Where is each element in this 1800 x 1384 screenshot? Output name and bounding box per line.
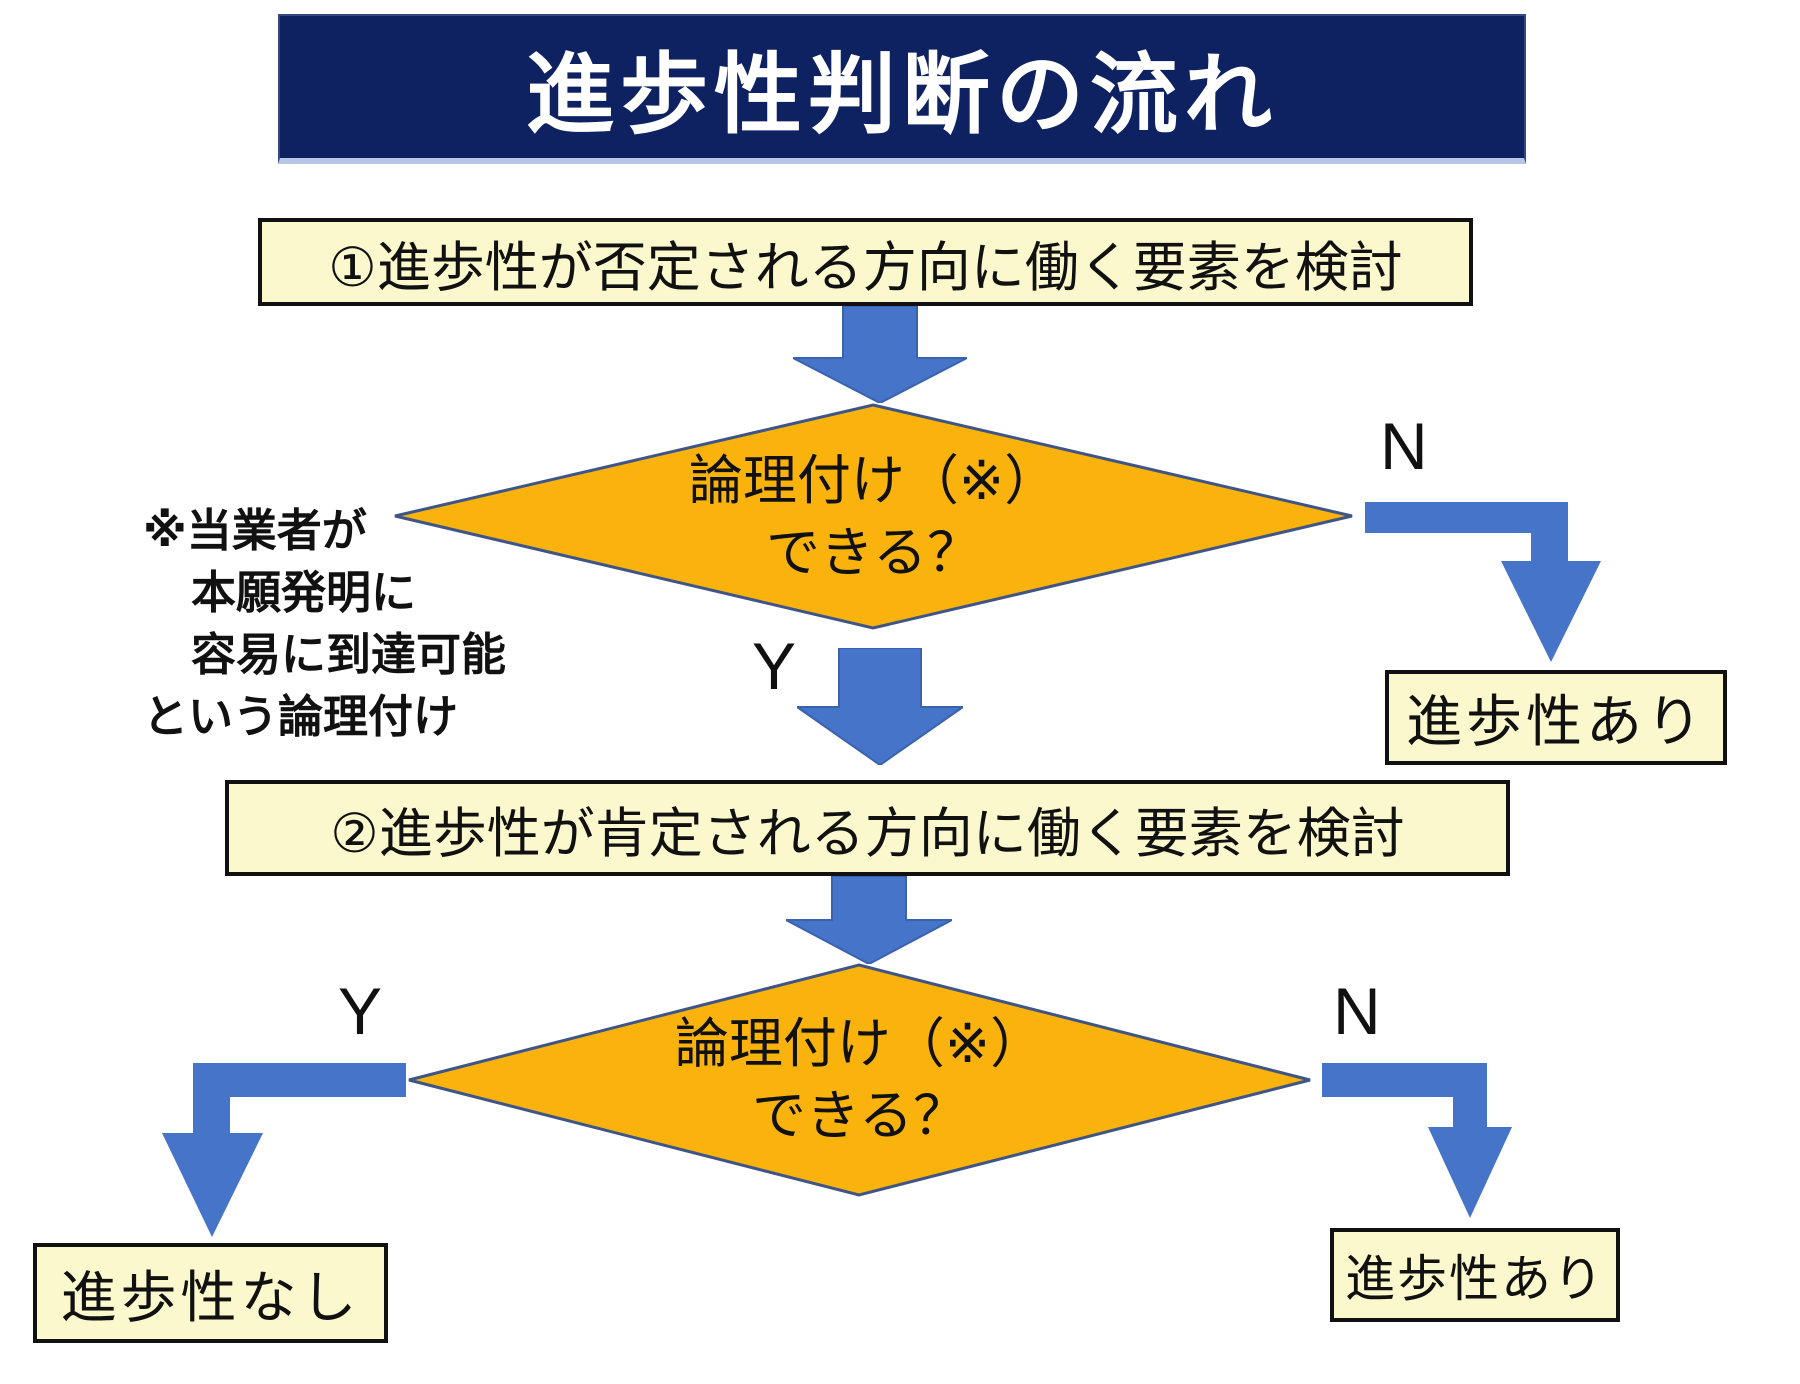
elbow-arrow-decision2-no [1322, 1063, 1512, 1218]
decision2-text: 論理付け（※） できる？ [406, 963, 1313, 1197]
decision1-line2: できる？ [766, 522, 981, 583]
outcome-box-inventive-step-yes-2: 進歩性あり [1330, 1228, 1620, 1322]
decision1-no-label: N [1380, 409, 1428, 483]
decision2-no-label: N [1333, 974, 1381, 1048]
decision2-line2: できる？ [752, 1086, 967, 1146]
outcome-label-3: 進歩性あり [1345, 1251, 1605, 1307]
note-line4: という論理付け [143, 691, 459, 742]
elbow-arrow-decision1-no [1365, 502, 1601, 662]
note-line1: ※当業者が [143, 505, 367, 556]
step2-label: ②進歩性が肯定される方向に働く要素を検討 [330, 803, 1405, 864]
decision2-yes-label: Y [338, 974, 383, 1048]
step2-box: ②進歩性が肯定される方向に働く要素を検討 [225, 780, 1510, 876]
down-arrow-step1-to-decision1 [793, 306, 967, 403]
decision2-line1: 論理付け（※） [674, 1014, 1045, 1074]
outcome-box-inventive-step-yes-1: 進歩性あり [1385, 670, 1727, 765]
outcome-box-inventive-step-no: 進歩性なし [33, 1243, 388, 1343]
outcome-label-2: 進歩性なし [60, 1265, 361, 1329]
elbow-arrow-decision2-yes [162, 1063, 406, 1237]
title-bar: 進歩性判断の流れ [278, 14, 1526, 164]
decision1-diamond [394, 403, 1353, 630]
page-title: 進歩性判断の流れ [525, 44, 1278, 144]
note-line2: 本願発明に [191, 567, 417, 618]
decision1-yes-label: Y [752, 629, 797, 703]
outcome-label-1: 進歩性あり [1406, 690, 1706, 753]
note-line3: 容易に到達可能 [191, 629, 507, 680]
step1-box: ①進歩性が否定される方向に働く要素を検討 [258, 218, 1473, 306]
decision2-diamond [408, 963, 1311, 1197]
decision1-line1: 論理付け（※） [688, 450, 1059, 511]
note-annotation: ※当業者が 本願発明に 容易に到達可能 という論理付け [143, 500, 506, 748]
step1-label: ①進歩性が否定される方向に働く要素を検討 [328, 237, 1403, 298]
down-arrow-step2-to-decision2 [786, 876, 952, 964]
down-arrow-decision1-to-step2 [797, 648, 963, 765]
decision1-text: 論理付け（※） できる？ [392, 403, 1355, 630]
